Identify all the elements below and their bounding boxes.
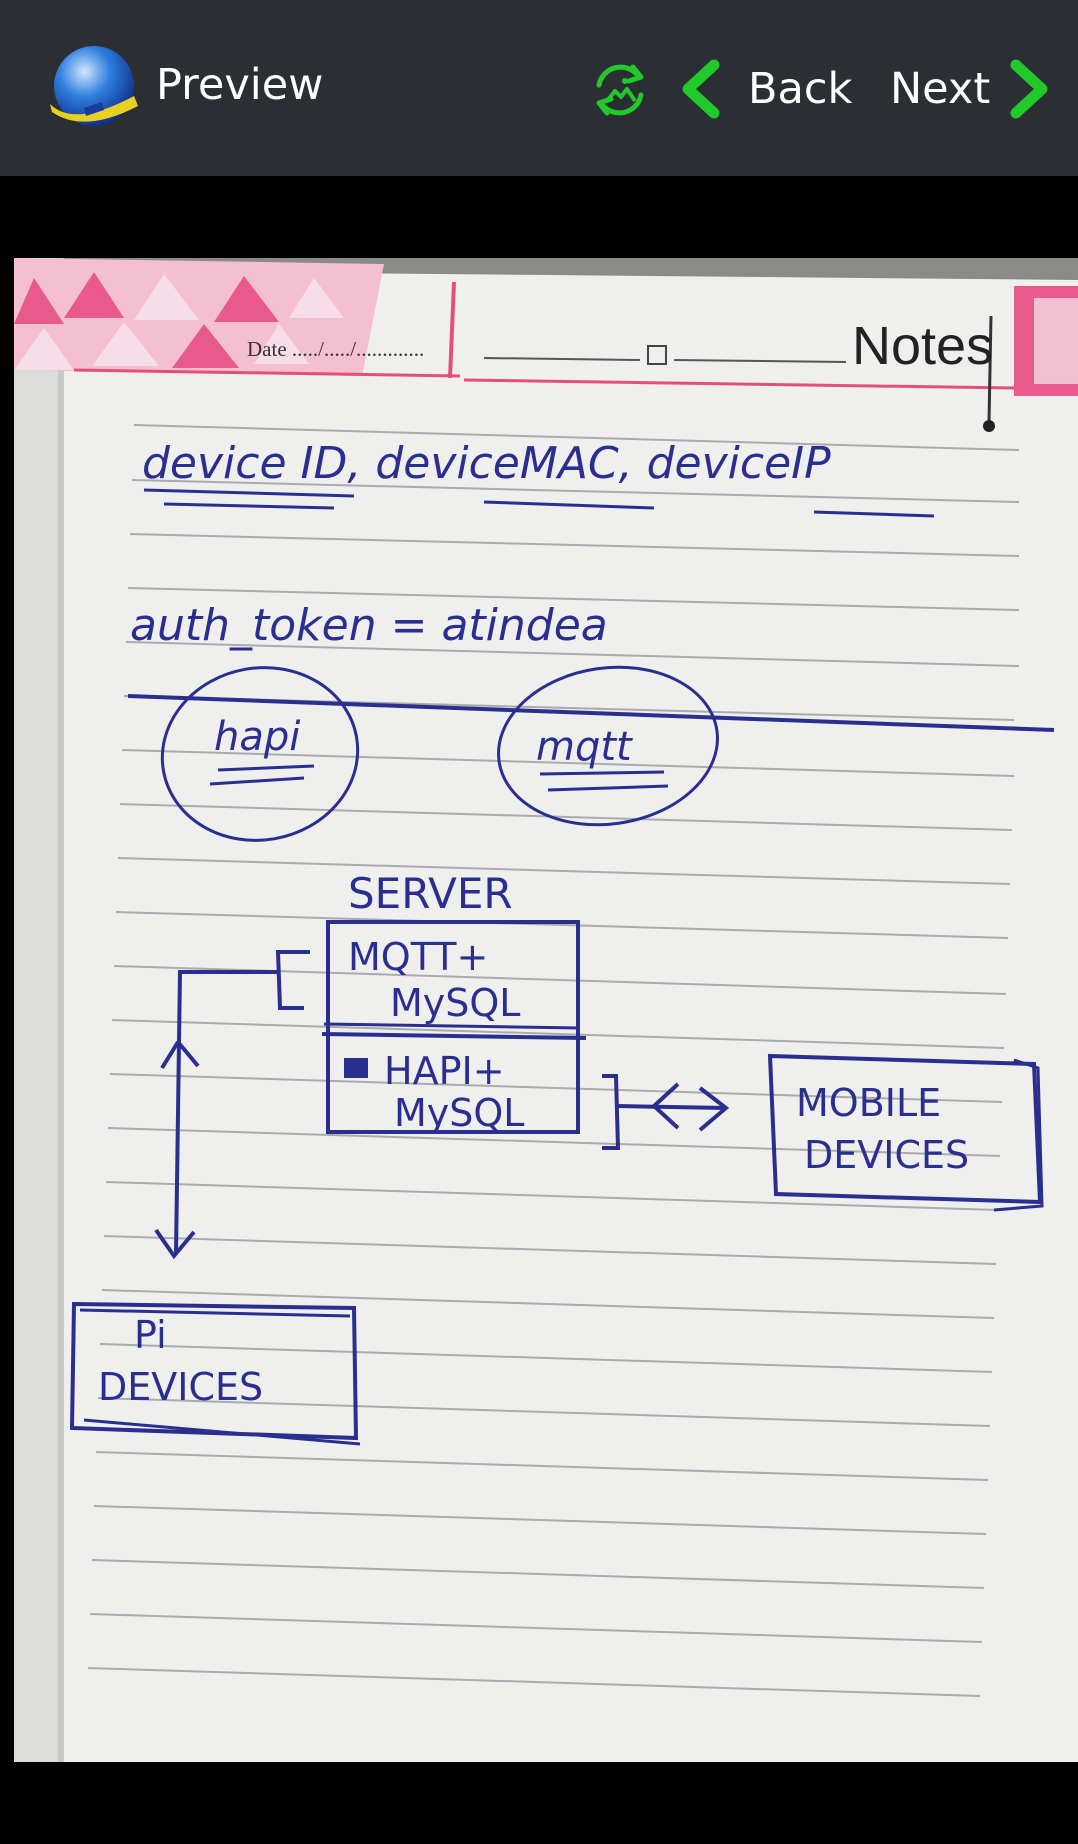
mobile-devices-line1: MOBILE bbox=[796, 1081, 941, 1125]
next-button[interactable]: Next bbox=[890, 56, 1054, 122]
note-device-fields: device ID, deviceMAC, deviceIP bbox=[142, 438, 831, 489]
server-mqtt-line1: MQTT+ bbox=[348, 935, 488, 979]
server-label: SERVER bbox=[348, 869, 513, 918]
mobile-devices-box bbox=[767, 1053, 1043, 1205]
server-hapi-line1: HAPI+ bbox=[384, 1049, 505, 1093]
pi-devices-line1: Pi bbox=[134, 1313, 167, 1357]
server-mqtt-line2: MySQL bbox=[390, 981, 520, 1025]
top-toolbar: Preview Back Next bbox=[0, 0, 1078, 176]
chevron-right-icon bbox=[1010, 59, 1048, 119]
date-label: Date ...../...../............. bbox=[247, 337, 424, 361]
app-title: Preview bbox=[156, 60, 324, 110]
mqtt-label: mqtt bbox=[536, 724, 633, 770]
back-button[interactable]: Back bbox=[676, 56, 852, 122]
mqtt-bubble bbox=[497, 665, 719, 827]
hapi-bubble bbox=[160, 666, 360, 842]
notebook-header-pattern bbox=[14, 258, 1078, 396]
pi-devices-box bbox=[69, 1301, 359, 1441]
hapi-label: hapi bbox=[214, 714, 300, 760]
rotate-image-icon[interactable] bbox=[585, 55, 655, 125]
note-auth-token: auth_token = atindea bbox=[130, 600, 608, 651]
back-button-label: Back bbox=[748, 64, 853, 114]
notebook-photo: Date ...../...../............. Notes dev… bbox=[14, 258, 1078, 1762]
pi-devices-line2: DEVICES bbox=[98, 1365, 263, 1409]
chevron-left-icon bbox=[682, 59, 720, 119]
notes-header: Notes bbox=[852, 316, 993, 376]
next-button-label: Next bbox=[890, 64, 991, 114]
globe-logo-icon bbox=[50, 46, 138, 126]
server-hapi-line2: MySQL bbox=[394, 1091, 524, 1135]
mobile-devices-line2: DEVICES bbox=[804, 1133, 969, 1177]
